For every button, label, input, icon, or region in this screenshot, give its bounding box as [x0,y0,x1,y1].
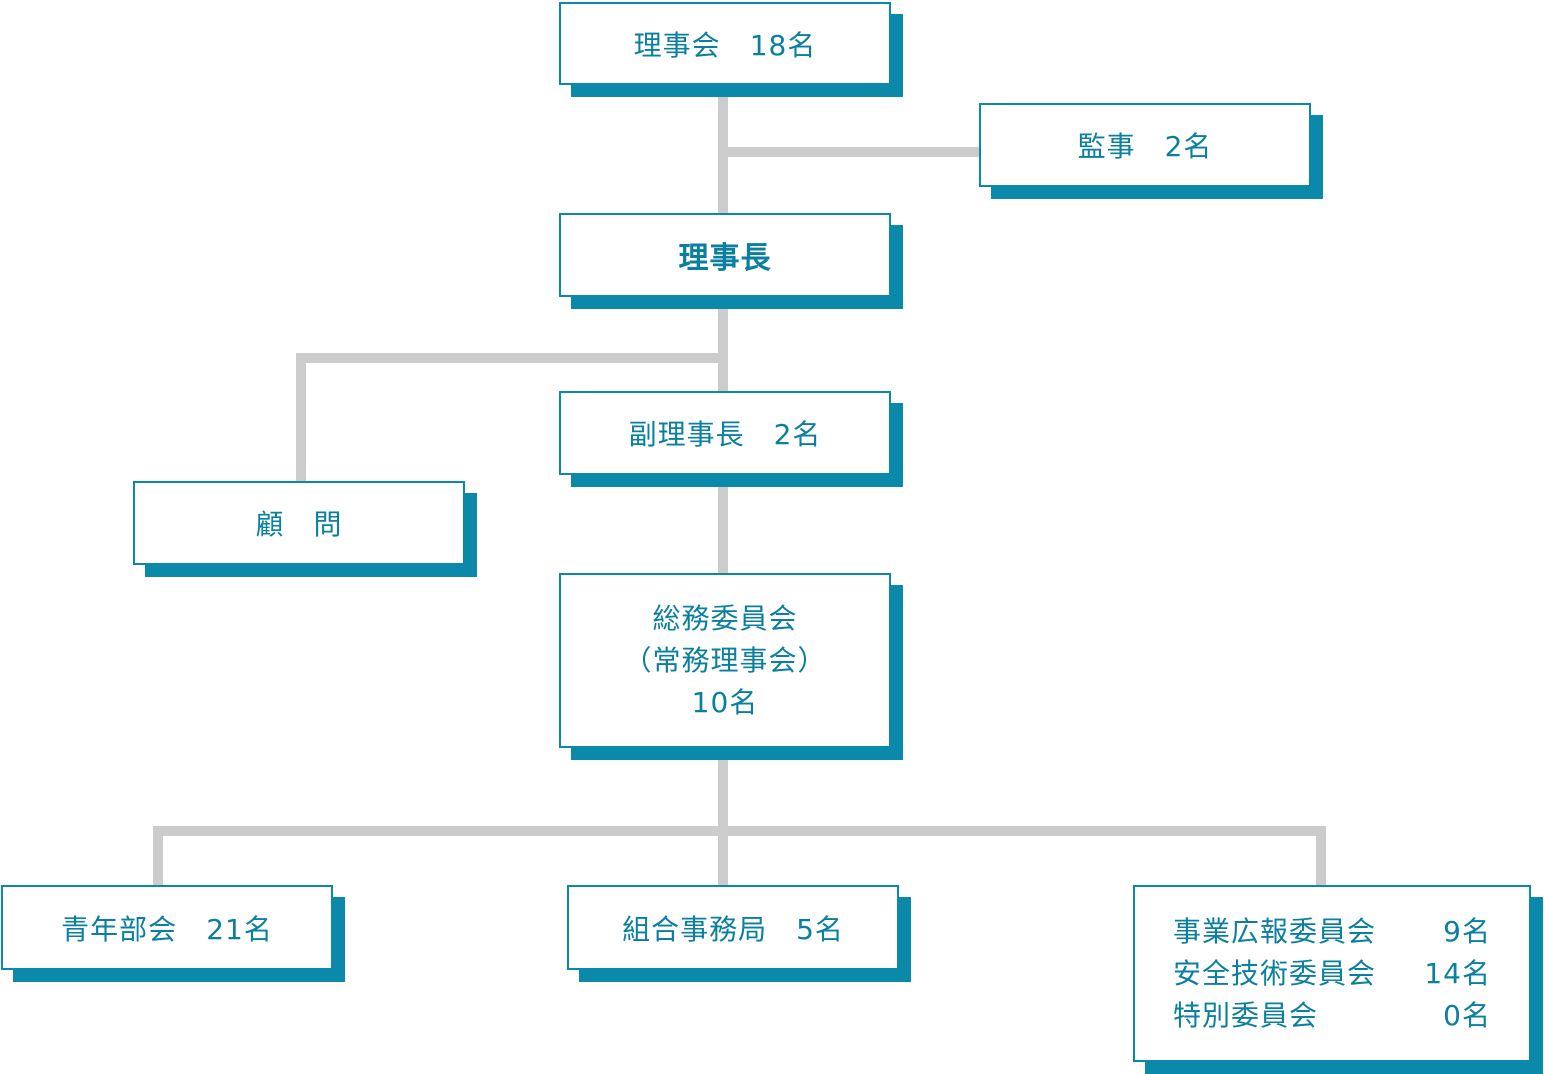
seinenbu-count: 21名 [206,912,273,946]
somu-line2: （常務理事会） [623,643,827,677]
committee-row: 事業広報委員会 9名 [1173,911,1491,953]
somu-line1: 総務委員会 [652,601,798,635]
fukurijicho-label: 副理事長 [628,418,745,451]
committees-box: 事業広報委員会 9名 安全技術委員会 14名 特別委員会 0名 [1133,885,1531,1062]
kumiai-count: 5名 [796,912,844,946]
committee-count: 9名 [1443,914,1491,948]
seinenbu-box: 青年部会 21名 [1,885,333,970]
rijikai-count: 18名 [749,28,817,62]
kumiai-box: 組合事務局 5名 [567,885,899,970]
kanji-count: 2名 [1164,130,1213,163]
somu-box: 総務委員会 （常務理事会） 10名 [559,573,891,748]
committee-label: 事業広報委員会 [1173,914,1377,948]
committee-count: 0名 [1443,998,1491,1032]
fukurijicho-box: 副理事長 2名 [559,391,891,475]
rijicho-box: 理事長 [559,213,891,297]
kanji-label: 監事 [1077,130,1136,163]
rijicho-label: 理事長 [678,241,772,276]
somu-line3: 10名 [691,685,759,719]
seinenbu-label: 青年部会 [61,912,178,946]
komon-label: 顧 問 [255,508,343,541]
committee-count: 14名 [1424,956,1491,990]
connector-to-komon [296,353,723,483]
somu-text: 総務委員会 （常務理事会） 10名 [623,598,826,724]
committee-label: 安全技術委員会 [1173,956,1377,990]
committee-row: 安全技術委員会 14名 [1173,953,1491,995]
rijikai-label: 理事会 [633,28,721,62]
rijikai-box: 理事会 18名 [559,2,891,85]
kanji-box: 監事 2名 [979,103,1311,187]
committee-label: 特別委員会 [1173,998,1319,1032]
fukurijicho-count: 2名 [773,418,822,451]
committee-row: 特別委員会 0名 [1173,995,1491,1037]
connector-bottom-bus [153,826,1326,887]
kumiai-label: 組合事務局 [622,912,768,946]
komon-box: 顧 問 [133,481,465,565]
